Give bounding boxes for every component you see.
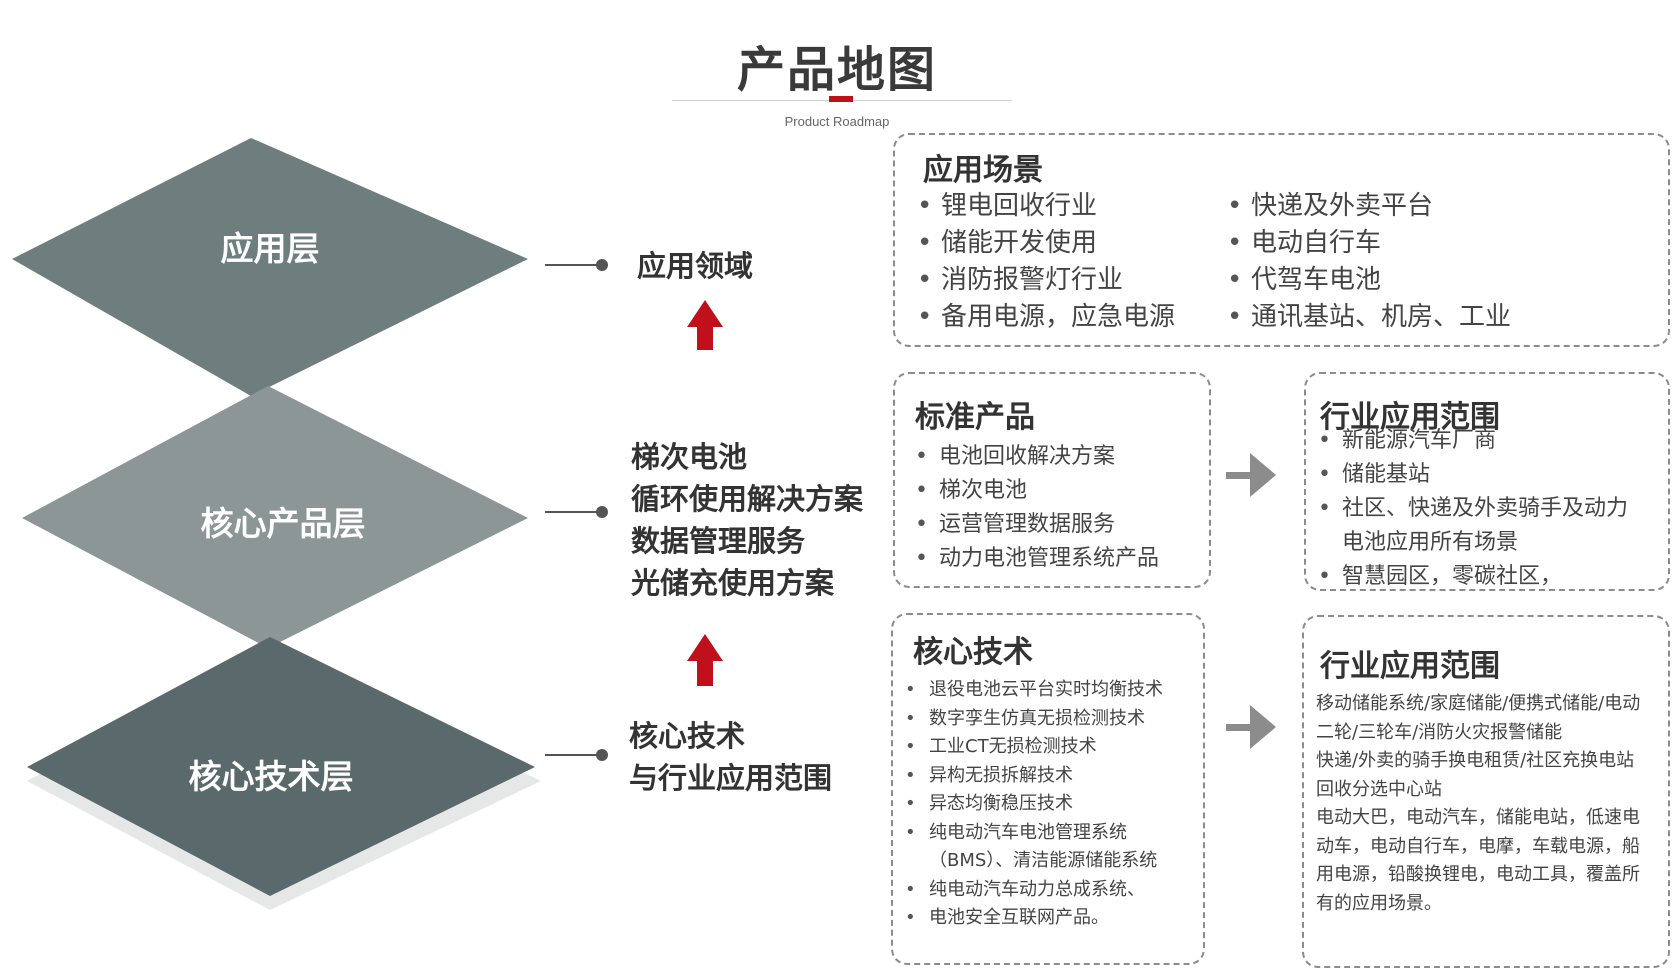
list-item: 锂电回收行业 xyxy=(913,188,1175,225)
industry-scope-list-1: 新能源汽车厂商 储能基站 社区、快递及外卖骑手及动力电池应用所有场景 智慧园区，… xyxy=(1314,424,1649,589)
list-item: 电池回收解决方案 xyxy=(911,440,1159,474)
list-item: 纯电动汽车动力总成系统、 xyxy=(901,876,1201,905)
application-scenarios-title: 应用场景 xyxy=(923,153,1043,188)
connector-top xyxy=(545,259,608,271)
list-item: 通讯基站、机房、工业 xyxy=(1223,299,1511,336)
gray-right-arrow-top xyxy=(1226,453,1276,497)
product-item: 数据管理服务 xyxy=(631,524,806,558)
product-list: 梯次电池 循环使用解决方案 数据管理服务 光储充使用方案 xyxy=(631,436,863,604)
core-product-layer-diamond xyxy=(22,386,528,648)
tech-label-line: 与行业应用范围 xyxy=(629,761,833,795)
list-item: 备用电源，应急电源 xyxy=(913,299,1175,336)
list-item: 数字孪生仿真无损检测技术 xyxy=(901,705,1201,734)
list-item: 储能基站 xyxy=(1314,458,1649,492)
red-up-arrow-bottom xyxy=(687,634,723,686)
standard-products-list: 电池回收解决方案 梯次电池 运营管理数据服务 动力电池管理系统产品 xyxy=(911,440,1159,576)
layer-label-application: 应用层 xyxy=(220,229,320,268)
core-tech-title: 核心技术 xyxy=(913,635,1033,670)
list-item: 退役电池云平台实时均衡技术 xyxy=(901,676,1201,705)
layer-label-core-product: 核心产品层 xyxy=(200,504,366,543)
list-item: 快递及外卖平台 xyxy=(1223,188,1511,225)
core-tech-box: 核心技术 退役电池云平台实时均衡技术 数字孪生仿真无损检测技术 工业CT无损检测… xyxy=(891,613,1205,965)
industry-scope-title-2: 行业应用范围 xyxy=(1320,649,1500,684)
tech-scope-label: 核心技术 与行业应用范围 xyxy=(629,715,832,799)
page-title: 产品地图 xyxy=(736,42,937,98)
connector-bottom xyxy=(545,749,608,761)
application-layer-diamond xyxy=(12,138,528,396)
list-item: 快递/外卖的骑手换电租赁/社区充换电站 xyxy=(1304,747,1642,776)
list-item: 智慧园区，零碳社区， xyxy=(1314,560,1649,589)
product-item: 梯次电池 xyxy=(631,440,748,474)
list-item: 回收分选中心站 xyxy=(1304,776,1642,805)
standard-products-box: 标准产品 电池回收解决方案 梯次电池 运营管理数据服务 动力电池管理系统产品 xyxy=(893,372,1211,588)
application-domain-label: 应用领域 xyxy=(637,249,754,283)
list-item: 移动储能系统/家庭储能/便携式储能/电动二轮/三轮车/消防火灾报警储能 xyxy=(1304,690,1642,747)
red-up-arrow-top xyxy=(687,300,723,350)
product-item: 光储充使用方案 xyxy=(631,566,835,600)
list-item: 异态均衡稳压技术 xyxy=(901,790,1201,819)
industry-scope-box-2: 行业应用范围 移动储能系统/家庭储能/便携式储能/电动二轮/三轮车/消防火灾报警… xyxy=(1302,615,1670,968)
page-subtitle: Product Roadmap xyxy=(784,114,890,129)
list-item: 电动自行车 xyxy=(1223,225,1511,262)
scenarios-right-list: 快递及外卖平台 电动自行车 代驾车电池 通讯基站、机房、工业 xyxy=(1223,188,1511,336)
list-item: 工业CT无损检测技术 xyxy=(901,733,1201,762)
list-item: 新能源汽车厂商 xyxy=(1314,424,1649,458)
list-item: 梯次电池 xyxy=(911,474,1159,508)
title-accent-bar xyxy=(829,96,853,102)
core-tech-list: 退役电池云平台实时均衡技术 数字孪生仿真无损检测技术 工业CT无损检测技术 异构… xyxy=(901,676,1201,933)
list-item: 运营管理数据服务 xyxy=(911,508,1159,542)
layer-label-core-tech: 核心技术层 xyxy=(188,757,354,796)
standard-products-title: 标准产品 xyxy=(915,400,1035,435)
scenarios-left-list: 锂电回收行业 储能开发使用 消防报警灯行业 备用电源，应急电源 xyxy=(913,188,1175,336)
list-item: 异构无损拆解技术 xyxy=(901,762,1201,791)
list-item: 动力电池管理系统产品 xyxy=(911,542,1159,576)
application-scenarios-box: 应用场景 锂电回收行业 储能开发使用 消防报警灯行业 备用电源，应急电源 快递及… xyxy=(893,133,1670,347)
connector-middle xyxy=(545,506,608,518)
gray-right-arrow-bottom xyxy=(1226,705,1276,749)
list-item: 社区、快递及外卖骑手及动力电池应用所有场景 xyxy=(1314,492,1649,560)
list-item: 代驾车电池 xyxy=(1223,262,1511,299)
list-item: 纯电动汽车电池管理系统（BMS）、清洁能源储能系统 xyxy=(901,819,1201,876)
core-tech-layer-diamond xyxy=(27,637,535,896)
tech-label-line: 核心技术 xyxy=(629,719,746,753)
list-item: 电动大巴，电动汽车，储能电站，低速电动车，电动自行车，电摩，车载电源，船用电源，… xyxy=(1304,804,1642,918)
list-item: 消防报警灯行业 xyxy=(913,262,1175,299)
product-item: 循环使用解决方案 xyxy=(631,482,864,516)
industry-scope-box-1: 行业应用范围 新能源汽车厂商 储能基站 社区、快递及外卖骑手及动力电池应用所有场… xyxy=(1304,372,1670,591)
list-item: 储能开发使用 xyxy=(913,225,1175,262)
industry-scope-list-2: 移动储能系统/家庭储能/便携式储能/电动二轮/三轮车/消防火灾报警储能 快递/外… xyxy=(1304,690,1642,918)
list-item: 电池安全互联网产品。 xyxy=(901,904,1201,933)
